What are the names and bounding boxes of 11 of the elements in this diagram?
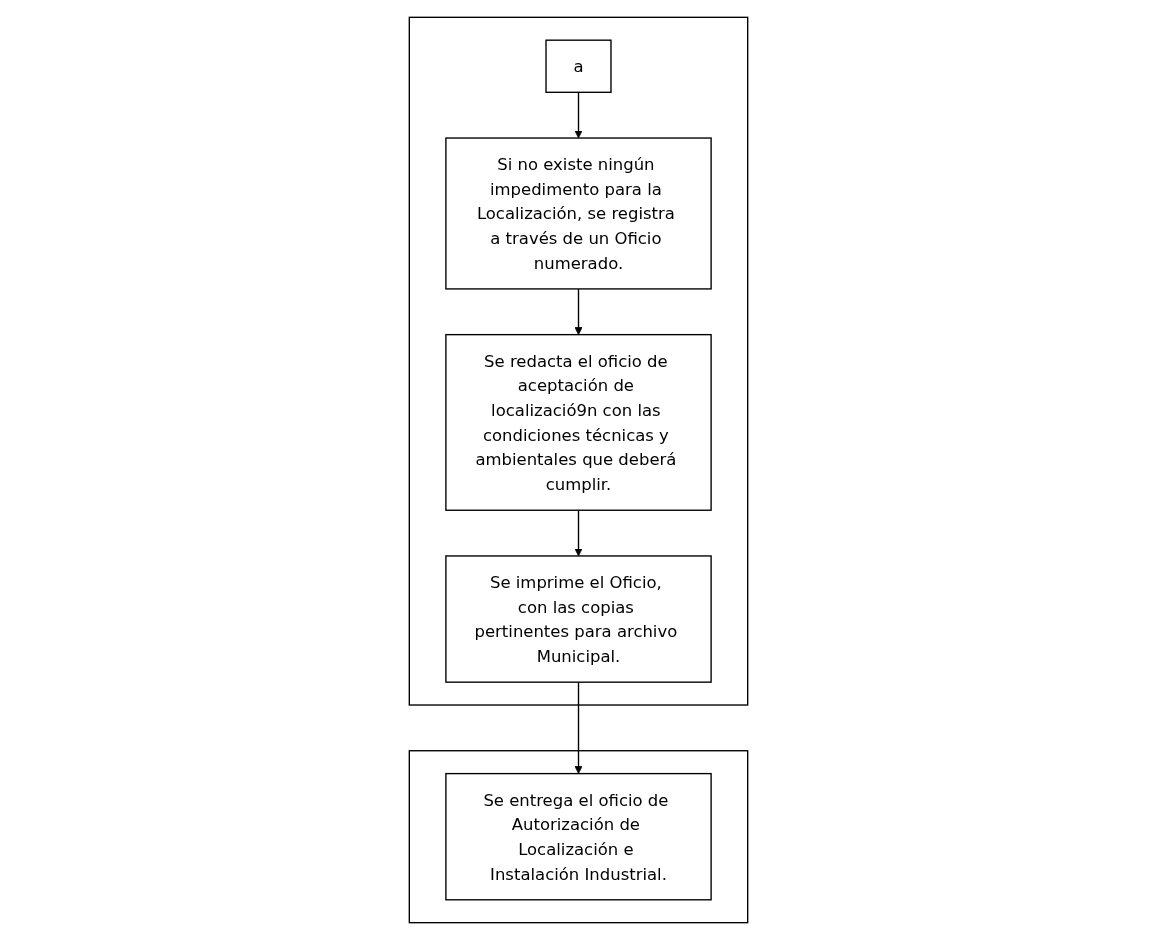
node-box: Se imprime el Oficio, con las copias pertinentes para archivo Municipal. (444, 555, 712, 683)
arrow (574, 91, 582, 139)
arrow (574, 509, 582, 557)
arrow (574, 681, 582, 774)
arrow (574, 288, 582, 335)
node-box: a (544, 39, 612, 93)
cluster (408, 16, 748, 706)
node-box: Si no existe ningún impedimento para la Localización, se registra a través de un Oficio numerado. (444, 137, 712, 290)
node-box: Se entrega el oficio de Autorización de Localización e Instalación Industrial. (444, 772, 712, 901)
cluster (408, 750, 748, 924)
node-box: Se redacta el oficio de aceptación de localizació9n con las condiciones técnicas y ambientales que deberá cumplir. (444, 333, 712, 511)
